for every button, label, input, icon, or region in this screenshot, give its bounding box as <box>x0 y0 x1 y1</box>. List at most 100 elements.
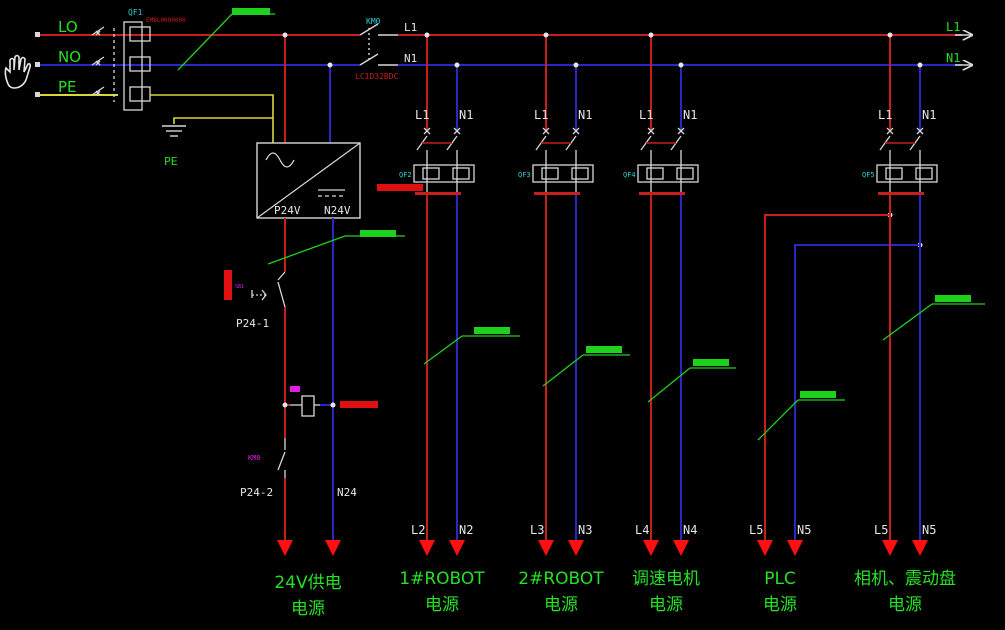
n-output-arrow <box>568 540 584 556</box>
callout-leader <box>423 335 463 365</box>
callout-leader <box>647 367 691 403</box>
branch-caption-line2: 电源 <box>888 595 922 615</box>
branch-in-l-label: L1 <box>534 108 548 122</box>
p24-output-arrow <box>277 540 293 556</box>
psu-box <box>256 142 361 219</box>
km0-out-l1: L1 <box>404 21 417 34</box>
callout-leader <box>757 399 799 441</box>
branch-caption-line2: 电源 <box>649 595 683 615</box>
breaker-symbol <box>876 127 938 195</box>
branch-in-n-label: N1 <box>459 108 473 122</box>
l-output-arrow <box>538 540 554 556</box>
breaker-subtitle-mark <box>534 192 580 195</box>
psu-p24v-label: P24V <box>274 204 301 217</box>
branch-out-l-label: L5 <box>874 523 888 537</box>
qf1-tag: QF1 <box>128 8 143 17</box>
qf1-leader <box>177 13 233 71</box>
dc-power-supply: P24V N24V <box>256 35 361 219</box>
dc-output: 24V供电 电源 <box>274 540 342 619</box>
branch-out-l-label: L3 <box>530 523 544 537</box>
dc-caption-line2: 电源 <box>291 599 325 619</box>
km0-subtitle: LC1D32BDC <box>355 72 399 81</box>
l1-bus-label: L1 <box>946 20 960 34</box>
breaker-tag: QF2 <box>399 171 412 179</box>
pe-incoming-label: PE <box>58 78 77 96</box>
breaker-tag: QF5 <box>862 171 875 179</box>
branch-out-n-label: N3 <box>578 523 592 537</box>
l-output-arrow <box>643 540 659 556</box>
branch-in-l-label: L1 <box>415 108 429 122</box>
branch-out-l-label: L4 <box>635 523 649 537</box>
branch-caption-line1: 2#ROBOT <box>518 569 604 589</box>
breaker-callout-tag <box>377 184 423 191</box>
l-output-arrow <box>419 540 435 556</box>
breaker-subtitle-mark <box>878 192 924 195</box>
breaker-symbol <box>413 127 475 195</box>
breaker-symbol <box>637 127 699 195</box>
callout-tag <box>474 327 510 334</box>
dc-leader <box>267 235 346 265</box>
main-contactor-km0: KM0 LC1D32BDC L1 N1 <box>355 17 417 81</box>
earth-connection: PE <box>150 94 274 168</box>
dc-caption-line1: 24V供电 <box>274 573 341 593</box>
callout-tag <box>800 391 836 398</box>
l-output-arrow <box>882 540 898 556</box>
callout-tag <box>693 359 729 366</box>
km0-aux-tag: KM0 <box>248 454 261 462</box>
callout-tag <box>586 346 622 353</box>
branch-caption-line2: 电源 <box>763 595 797 615</box>
sb1-marker <box>224 270 232 300</box>
km0-out-n1: N1 <box>404 52 417 65</box>
branch-caption-line1: 相机、震动盘 <box>854 569 956 589</box>
n24-label: N24 <box>337 486 357 499</box>
earth-label: PE <box>164 155 178 168</box>
branch-caption-line2: 电源 <box>425 595 459 615</box>
breaker-tag: QF3 <box>518 171 531 179</box>
branch-in-n-label: N1 <box>922 108 936 122</box>
l-output-arrow <box>757 540 773 556</box>
breaker-tag: QF4 <box>623 171 636 179</box>
callout-leader <box>882 303 933 341</box>
main-busbars: L1 N1 <box>40 20 972 65</box>
p24-2-label: P24-2 <box>240 486 273 499</box>
branch-out-l-label: L2 <box>411 523 425 537</box>
main-breaker-qf1: QF1 EMBL0000000 <box>91 8 275 111</box>
branch-caption-line2: 电源 <box>544 595 578 615</box>
n1-bus-label: N1 <box>946 51 960 65</box>
n24-output-arrow <box>325 540 341 556</box>
control-circuit: SB1 P24-1 KM0 P24-2 N24 <box>224 218 405 540</box>
incoming-supply: LO NO PE <box>4 18 118 97</box>
branch-in-l-label: L1 <box>639 108 653 122</box>
n-output-arrow <box>449 540 465 556</box>
branch-out-n-label: N5 <box>797 523 811 537</box>
l0-label: LO <box>58 18 78 36</box>
n-output-arrow <box>912 540 928 556</box>
n-output-arrow <box>673 540 689 556</box>
breaker-subtitle-mark <box>415 192 461 195</box>
coil-marker <box>290 386 300 392</box>
coil-callout-tag <box>340 401 378 408</box>
callout-tag <box>935 295 971 302</box>
sb1-tag: SB1 <box>235 284 244 290</box>
n-output-arrow <box>787 540 803 556</box>
branch-in-n-label: N1 <box>683 108 697 122</box>
coil-symbol <box>301 395 315 417</box>
branch-out-n-label: N5 <box>922 523 936 537</box>
branch-out-n-label: N4 <box>683 523 697 537</box>
branch-in-l-label: L1 <box>878 108 892 122</box>
n0-label: NO <box>58 48 81 66</box>
dc-callout-tag <box>360 230 396 237</box>
qf1-subtitle: EMBL0000000 <box>146 17 186 24</box>
km0-tag: KM0 <box>366 17 381 26</box>
breaker-symbol <box>532 127 594 195</box>
qf1-callout-tag <box>232 8 270 15</box>
branch-in-n-label: N1 <box>578 108 592 122</box>
ac-symbol-icon <box>265 152 295 168</box>
hand-icon <box>4 54 32 89</box>
